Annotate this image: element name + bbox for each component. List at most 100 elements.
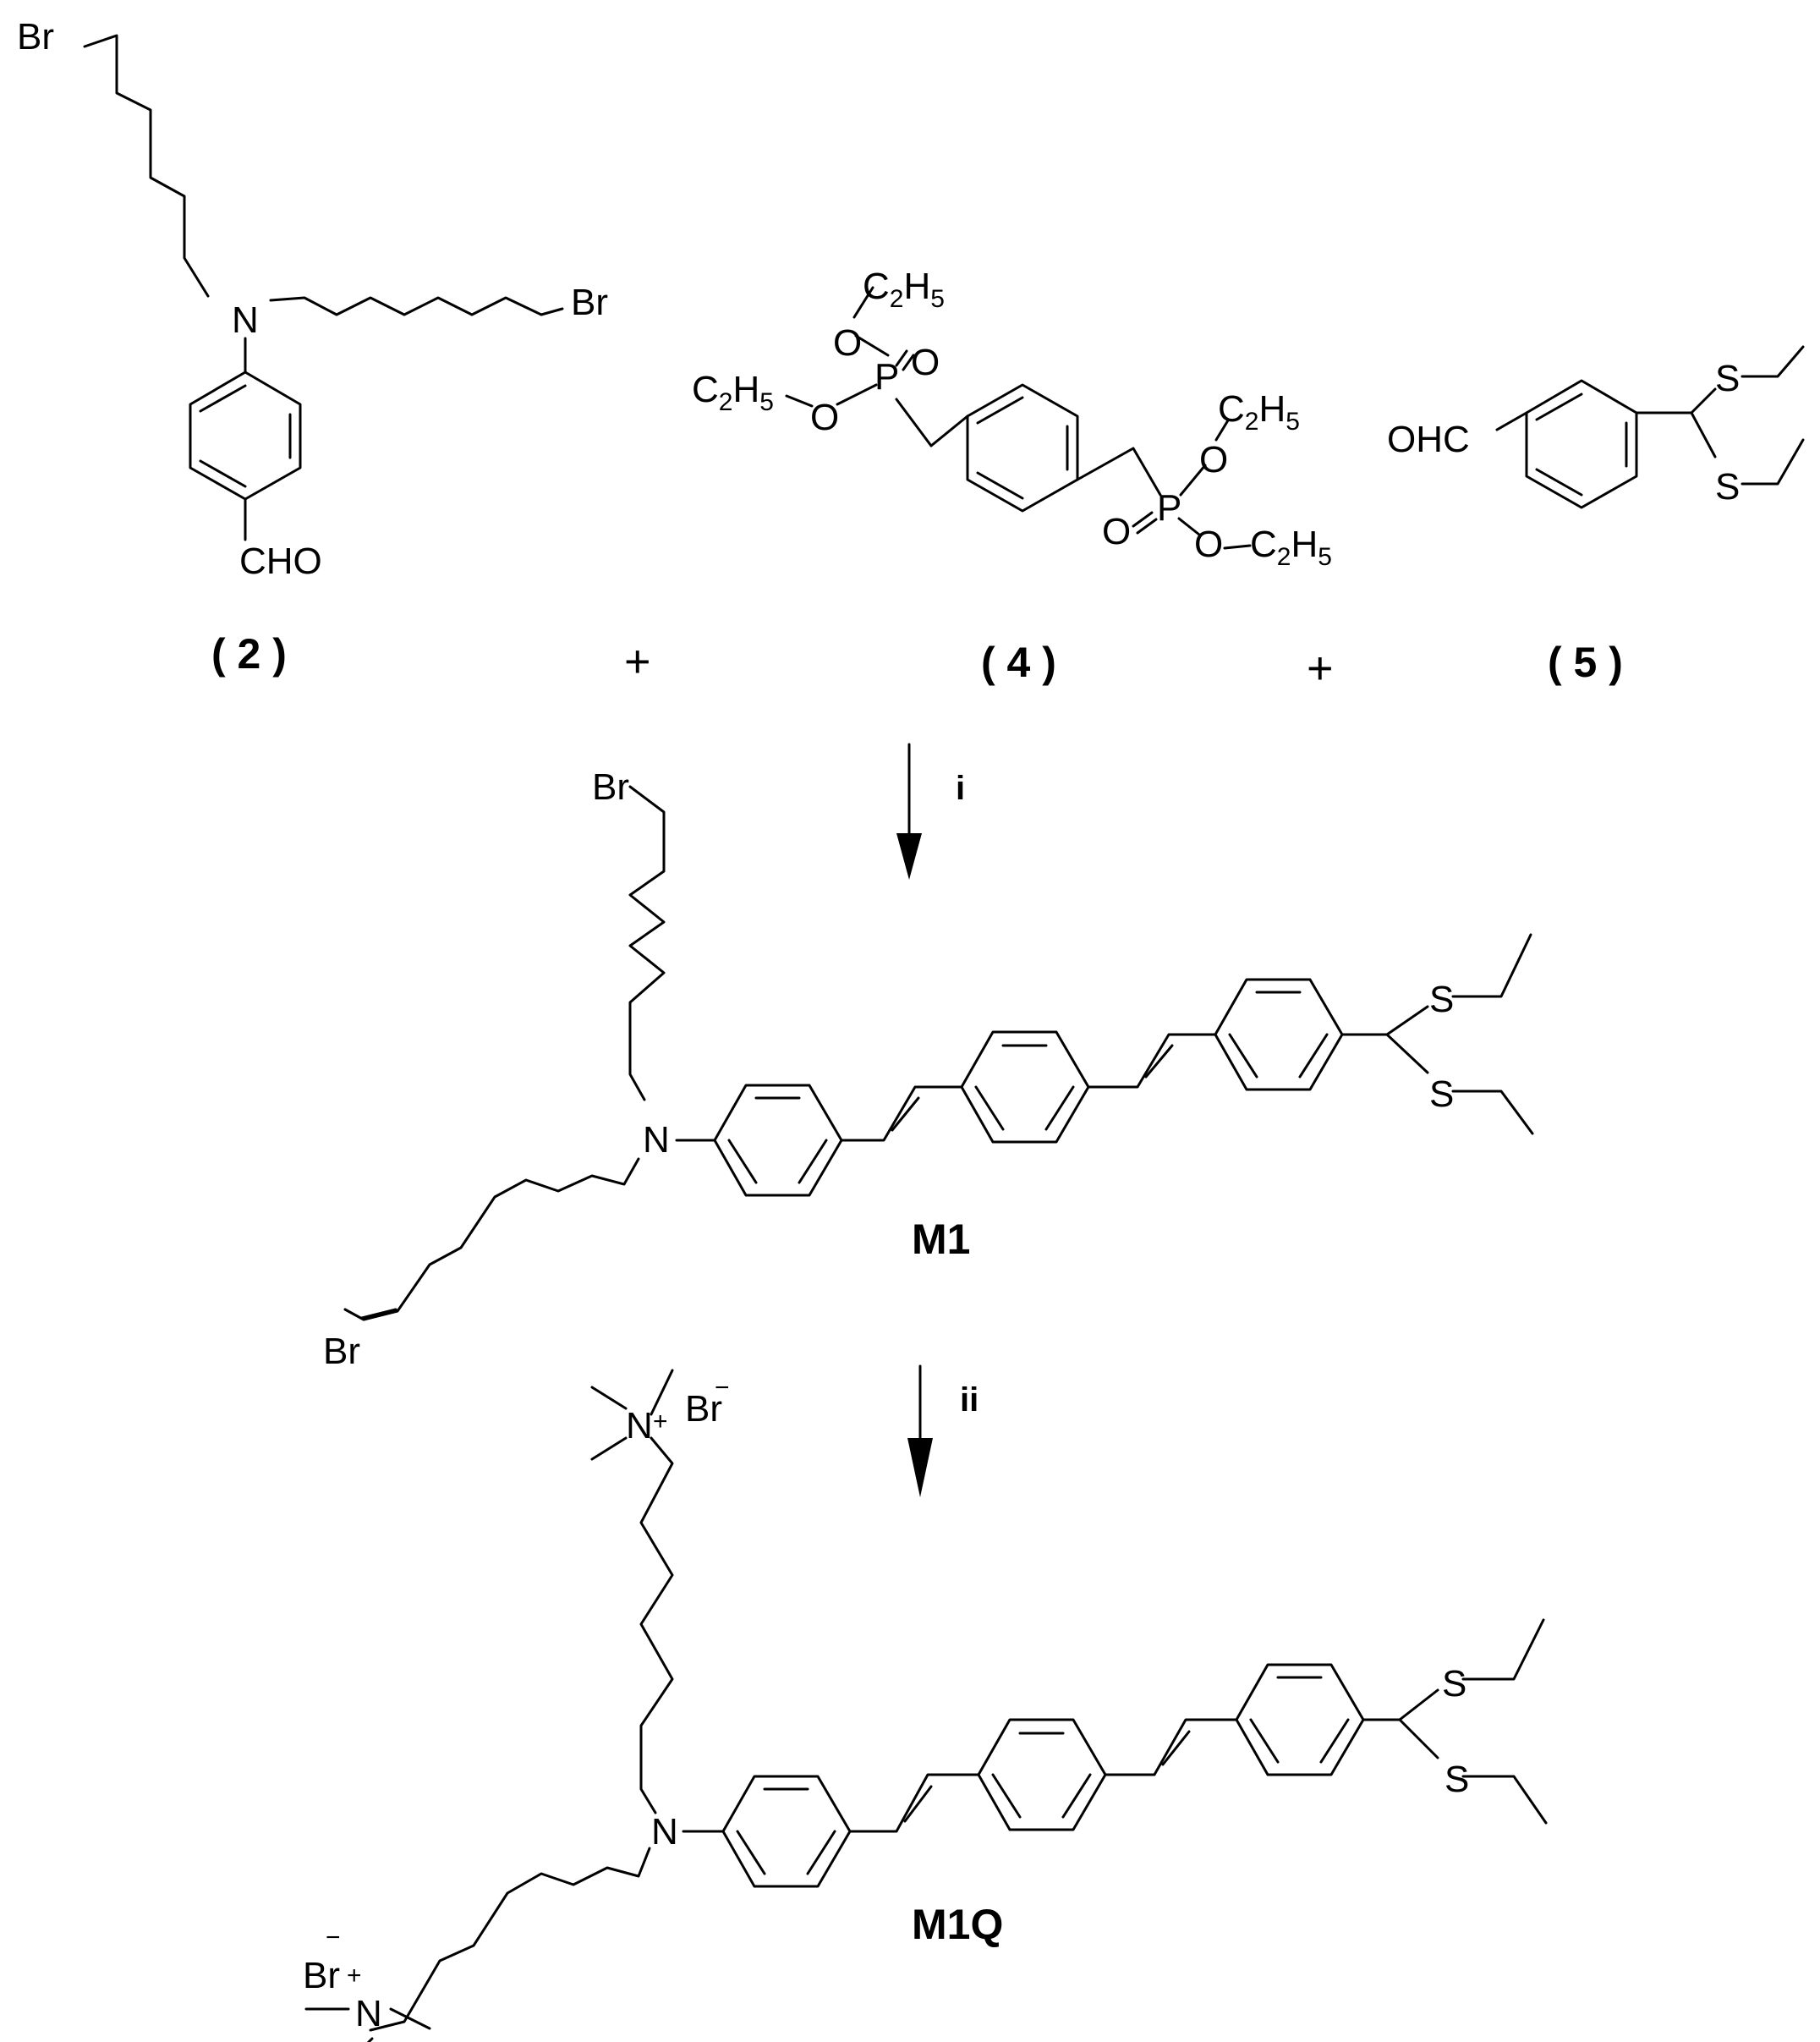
- compound-label-5: ( 5 ): [1548, 639, 1623, 686]
- oxygen-atom: O: [911, 342, 940, 383]
- vinylene-bridge: [1104, 1718, 1238, 1776]
- benzene-ring: [713, 1084, 843, 1197]
- p-double-o-bond: [1132, 511, 1154, 528]
- bromine-atom: Br: [571, 282, 608, 323]
- o-ethyl-bond: [1223, 544, 1252, 550]
- ring-inner-bond: [976, 471, 1024, 500]
- benzene-ring: [1525, 379, 1638, 509]
- product-m1-structure: Br N Br S S M1: [323, 766, 1534, 1372]
- c-s-bond: [1398, 1688, 1439, 1721]
- c-s-bond: [1690, 411, 1717, 458]
- nitrogen-atom: N: [651, 1811, 678, 1853]
- p-o-bond: [836, 383, 878, 406]
- ring-inner-bond: [199, 459, 247, 488]
- step-condition-i: i: [956, 770, 965, 807]
- aldehyde-group: OHC: [1387, 419, 1470, 460]
- benzene-ring: [977, 1718, 1107, 1831]
- p-double-o-bond: [895, 349, 908, 367]
- p-double-o-bond: [902, 354, 915, 371]
- vinylene-double-bond: [891, 1096, 920, 1132]
- ring-inner-bond: [1298, 1033, 1329, 1079]
- benzene-ring: [1235, 1663, 1365, 1776]
- c-s-bond: [1385, 1005, 1429, 1036]
- bromide-counterion: Br: [303, 1955, 340, 1996]
- phosphorus-atom: P: [1157, 487, 1181, 529]
- ring-inner-bond: [1044, 1085, 1075, 1131]
- methyl-bond: [590, 1436, 628, 1461]
- ring-inner-bond: [199, 384, 247, 413]
- sulfur-atom: S: [1429, 1073, 1454, 1115]
- bromohexyl-chain-upper: [628, 785, 666, 1101]
- ring-inner-bond: [991, 1773, 1022, 1819]
- positive-charge: +: [347, 1962, 362, 1990]
- p-o-bond: [1177, 517, 1201, 536]
- ring-inner-bond: [736, 1830, 766, 1875]
- negative-charge: −: [326, 1924, 341, 1951]
- oxygen-atom: O: [1199, 439, 1228, 480]
- methyl-bond: [389, 2007, 431, 2030]
- quaternary-nitrogen: N: [626, 1405, 653, 1446]
- reactant-5-structure: OHC S S ( 5 ): [1387, 345, 1805, 686]
- oxygen-atom: O: [1102, 511, 1131, 552]
- ethyl-group: C2H5: [692, 369, 774, 416]
- sulfur-atom: S: [1715, 358, 1740, 399]
- compound-label-m1q: M1Q: [912, 1901, 1003, 1948]
- p-o-bond: [854, 334, 890, 357]
- p-double-o-bond: [1136, 518, 1158, 535]
- plus-sign: +: [624, 636, 651, 687]
- bromohexyl-chain-upper: [83, 34, 210, 298]
- vinylene-double-bond: [1161, 1730, 1191, 1766]
- o-ethyl-bond: [785, 394, 814, 408]
- vinylene-bridge: [1087, 1033, 1217, 1089]
- ring-inner-bond: [1061, 1773, 1092, 1819]
- ethyl-chain: [1461, 1618, 1545, 1681]
- ethyl-chain: [1451, 1090, 1534, 1135]
- phosphorus-atom: P: [874, 356, 899, 398]
- c-s-bond: [1690, 387, 1717, 414]
- hexyl-chain-lower: [369, 1847, 651, 2032]
- ethyl-chain: [1741, 345, 1805, 378]
- ring-inner-bond: [974, 1085, 1005, 1131]
- vinylene-double-bond: [1144, 1044, 1174, 1079]
- oxygen-atom: O: [810, 397, 839, 438]
- vinylene-bridge: [840, 1085, 963, 1142]
- ethyl-group: C2H5: [1250, 524, 1332, 571]
- sulfur-atom: S: [1444, 1759, 1469, 1800]
- bromine-atom: Br: [323, 1331, 360, 1372]
- benzene-ring: [1214, 978, 1344, 1091]
- benzene-ring: [721, 1775, 852, 1888]
- plus-sign: +: [1307, 643, 1334, 694]
- arrow-head: [907, 1438, 933, 1497]
- bromine-atom: Br: [17, 16, 54, 58]
- aldehyde-group: CHO: [239, 541, 322, 582]
- p-o-bond: [1179, 464, 1207, 497]
- positive-charge: +: [653, 1408, 668, 1435]
- arrow-head: [896, 833, 922, 880]
- ring-to-aldehyde-bond: [1495, 411, 1528, 431]
- product-m1q-structure: N + Br − N S S M1Q − Br + N: [303, 1369, 1548, 2042]
- bromohexyl-chain-right: [269, 296, 564, 316]
- o-ethyl-bond: [1214, 419, 1230, 442]
- sulfur-atom: S: [1442, 1663, 1466, 1704]
- ethyl-group: C2H5: [863, 266, 945, 313]
- reaction-arrow-step-2: ii: [907, 1364, 979, 1497]
- benzene-ring: [189, 371, 302, 501]
- compound-label-4: ( 4 ): [981, 639, 1056, 686]
- negative-charge: −: [715, 1374, 730, 1402]
- methyl-bond: [650, 1369, 674, 1416]
- benzene-ring: [960, 1030, 1090, 1144]
- ethyl-chain: [1451, 933, 1532, 998]
- o-ethyl-bond: [852, 286, 874, 319]
- benzene-ring: [966, 383, 1079, 513]
- reaction-arrow-step-1: i: [896, 743, 965, 880]
- bromohexyl-chain-lower: [343, 1157, 640, 1321]
- ring-inner-bond: [1319, 1718, 1350, 1764]
- methylene-phosphonate-right: [1076, 447, 1162, 497]
- sulfur-atom: S: [1429, 979, 1454, 1020]
- bromide-counterion: Br: [685, 1388, 722, 1430]
- ring-inner-bond: [1535, 392, 1583, 421]
- step-condition-ii: ii: [960, 1381, 979, 1419]
- bromine-atom: Br: [592, 766, 629, 808]
- nitrogen-atom: N: [643, 1119, 670, 1161]
